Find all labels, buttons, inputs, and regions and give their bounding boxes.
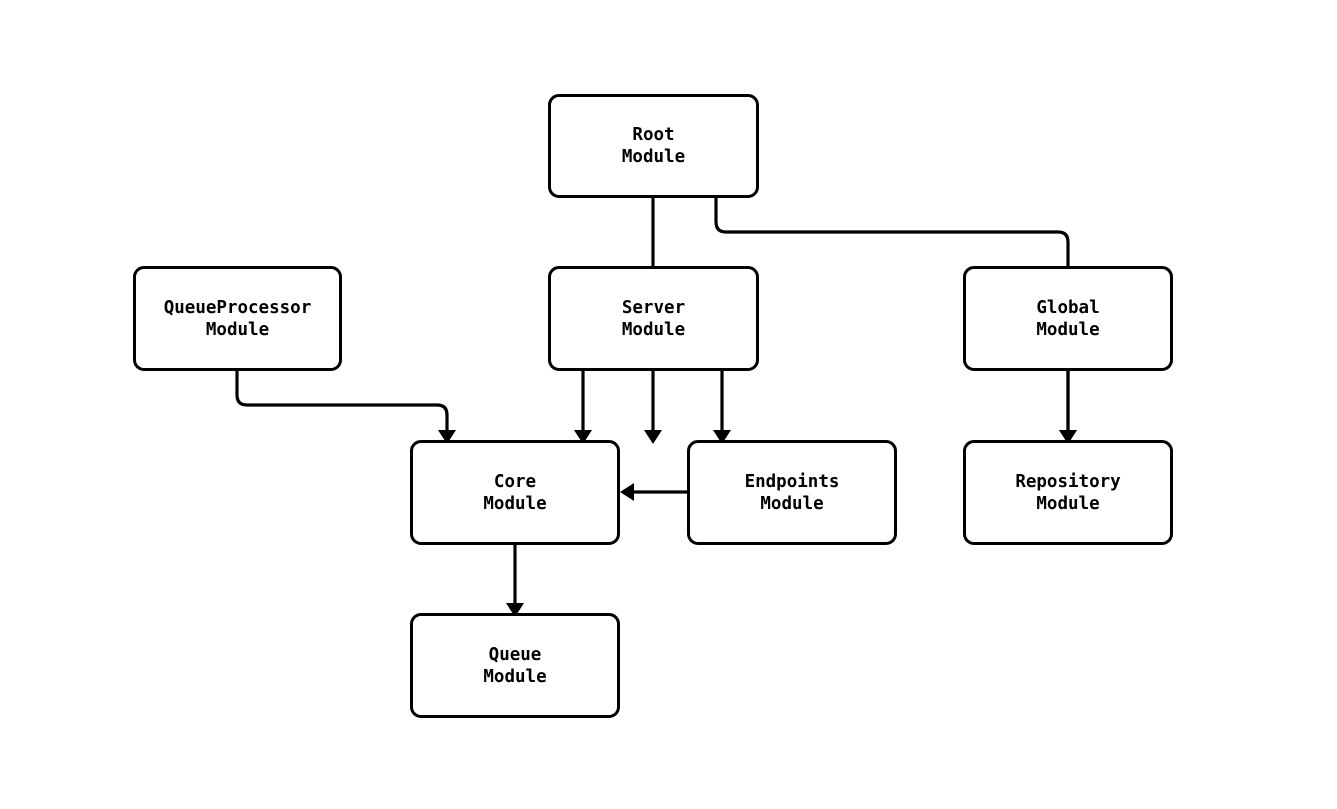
core-module-label-line1: Core bbox=[493, 471, 537, 492]
global-module-node[interactable]: Global Module bbox=[963, 266, 1173, 371]
queue-module-label-line1: Queue bbox=[488, 644, 542, 665]
server-module-label-line1: Server bbox=[621, 297, 686, 318]
repository-module-label-line2: Module bbox=[1036, 493, 1100, 514]
endpoints-module-node[interactable]: Endpoints Module bbox=[687, 440, 897, 545]
repository-module-label-line1: Repository bbox=[1015, 471, 1121, 492]
edge-server-to-core bbox=[574, 371, 592, 444]
global-module-label-line2: Module bbox=[1036, 319, 1100, 340]
root-module-label-line1: Root bbox=[632, 125, 675, 145]
edge-endpoints-to-core bbox=[620, 483, 687, 501]
global-module-label-line1: Global bbox=[1036, 297, 1100, 318]
queue-module-label-line2: Module bbox=[483, 666, 547, 687]
edge-global-to-repository bbox=[1059, 371, 1077, 444]
edge-server-to-endpoints bbox=[713, 371, 731, 444]
endpoints-module-label-line1: Endpoints bbox=[744, 471, 840, 492]
queueprocessor-module-node[interactable]: QueueProcessor Module bbox=[133, 266, 342, 371]
core-module-label-line2: Module bbox=[483, 493, 547, 514]
server-module-label-line2: Module bbox=[621, 319, 686, 340]
edge-core-to-queue bbox=[506, 545, 524, 617]
queue-module-node[interactable]: Queue Module bbox=[410, 613, 620, 718]
endpoints-module-label-line2: Module bbox=[760, 493, 824, 514]
edge-queueprocessor-to-core bbox=[235, 371, 456, 444]
queueprocessor-module-label-line1: QueueProcessor bbox=[163, 297, 312, 318]
core-module-node[interactable]: Core Module bbox=[410, 440, 620, 545]
repository-module-node[interactable]: Repository Module bbox=[963, 440, 1173, 545]
queueprocessor-module-label-line2: Module bbox=[205, 319, 270, 340]
root-module-label-line2: Module bbox=[621, 147, 686, 167]
server-module-node[interactable]: Server Module bbox=[548, 266, 759, 371]
root-module-node[interactable]: Root Module bbox=[548, 94, 759, 198]
